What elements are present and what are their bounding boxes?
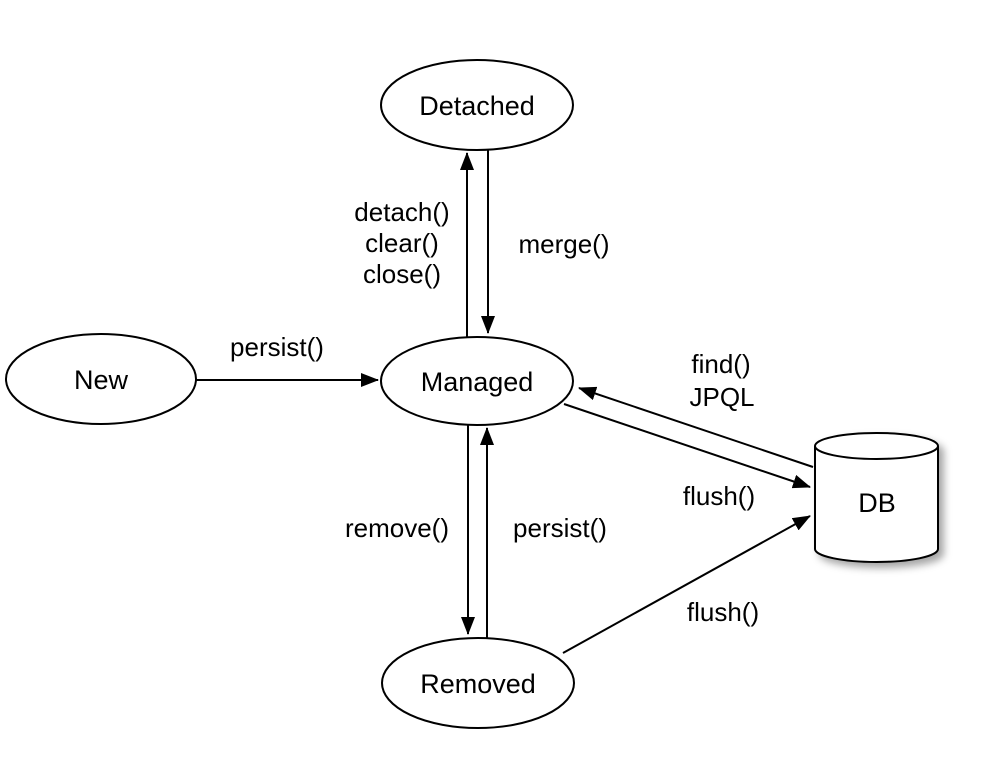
edge-label-clear: clear()	[365, 228, 439, 258]
edge-flush-removed-to-db	[562, 515, 811, 654]
edge-label-find: find()	[691, 349, 750, 379]
db-cylinder-body	[814, 446, 939, 563]
edge-labels: persist() detach() clear() close() merge…	[230, 197, 759, 627]
edge-label-close: close()	[363, 259, 441, 289]
state-ellipse-removed	[381, 637, 575, 729]
node-removed: Removed	[381, 637, 575, 729]
edge-label-jpql: JPQL	[689, 382, 754, 412]
node-db: DB	[814, 432, 939, 563]
state-ellipse-detached	[380, 59, 574, 151]
edge-label-remove: remove()	[345, 513, 449, 543]
state-ellipse-managed	[380, 336, 574, 426]
edge-label-flush-managed: flush()	[683, 481, 755, 511]
state-label-db: DB	[858, 488, 896, 518]
edge-label-flush-removed: flush()	[687, 597, 759, 627]
state-label-removed: Removed	[420, 669, 536, 699]
state-label-managed: Managed	[421, 367, 534, 397]
edge-label-persist-removed: persist()	[513, 513, 607, 543]
edge-label-detach: detach()	[354, 197, 449, 227]
state-label-detached: Detached	[419, 91, 535, 121]
node-detached: Detached	[380, 59, 574, 151]
edge-find-db-to-managed	[578, 386, 814, 468]
edge-label-merge: merge()	[518, 229, 609, 259]
state-ellipse-new	[5, 333, 197, 425]
edge-label-persist-new: persist()	[230, 332, 324, 362]
edges	[196, 150, 814, 654]
edge-flush-managed-to-db	[563, 403, 811, 489]
db-cylinder-top	[814, 432, 939, 460]
state-label-new: New	[74, 365, 129, 395]
node-new: New	[5, 333, 197, 425]
node-managed: Managed	[380, 336, 574, 426]
